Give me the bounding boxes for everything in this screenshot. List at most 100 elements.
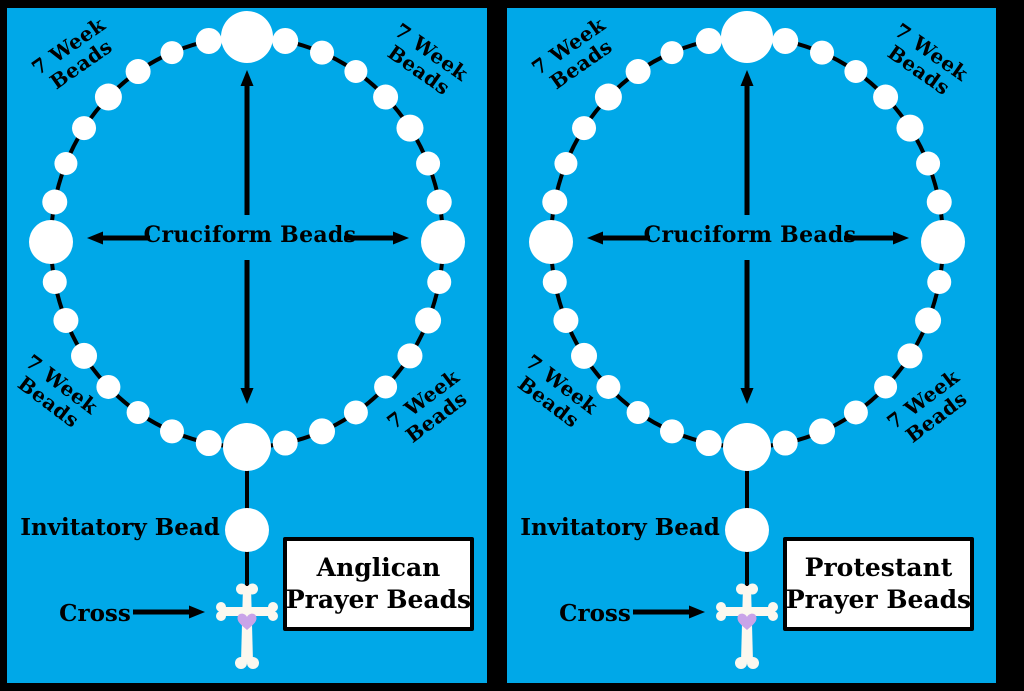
cruciform-bead	[723, 423, 771, 471]
cross-part	[735, 657, 747, 669]
cruciform-arrow-left-head	[87, 231, 103, 245]
week-bead	[272, 27, 299, 54]
week-bead	[415, 307, 442, 334]
week-bead	[427, 269, 452, 294]
week-bead	[160, 41, 184, 65]
invitatory-bead	[725, 508, 769, 552]
week-bead	[625, 59, 651, 85]
week-bead	[373, 84, 399, 110]
week-bead	[695, 27, 722, 54]
week-bead	[916, 151, 941, 176]
week-bead	[927, 269, 952, 294]
title-box-anglican: Anglican Prayer Beads	[283, 537, 474, 631]
week-bead	[54, 152, 78, 176]
cross-part	[747, 657, 759, 669]
week-bead	[915, 307, 942, 334]
cross-pointer-arrow-head	[189, 605, 205, 619]
cruciform-bead	[223, 423, 271, 471]
invitatory-bead-label: Invitatory Bead	[20, 514, 220, 541]
cross-part	[247, 583, 258, 595]
week-bead	[71, 342, 98, 369]
bead-diagram-protestant	[529, 11, 965, 669]
invitatory-bead	[225, 508, 269, 552]
week-bead	[695, 430, 722, 457]
cross-part	[716, 602, 726, 612]
week-bead	[343, 400, 368, 425]
cross-part	[747, 583, 758, 595]
week-bead	[416, 151, 441, 176]
cruciform-arrow-up-head	[740, 70, 754, 86]
week-bead	[554, 152, 578, 176]
cross-part	[720, 607, 774, 616]
week-bead	[626, 400, 650, 424]
cruciform-bead	[421, 220, 465, 264]
cruciform-beads-label: Cruciform Beads	[643, 222, 857, 248]
week-bead	[896, 114, 924, 142]
week-bead	[126, 400, 150, 424]
panel-anglican-prayer-beads: 7 Week Beads 7 Week Beads 7 Week Beads 7…	[7, 8, 487, 683]
week-bead	[843, 400, 868, 425]
week-bead	[874, 375, 898, 399]
cross-part	[268, 611, 278, 621]
week-bead	[897, 343, 923, 369]
cruciform-arrow-left-head	[587, 231, 603, 245]
cruciform-bead	[29, 220, 73, 264]
week-bead	[125, 59, 151, 85]
cruciform-arrow-down-head	[740, 388, 754, 404]
week-bead	[42, 189, 68, 215]
panel-protestant-prayer-beads: 7 Week Beads 7 Week Beads 7 Week Beads 7…	[507, 8, 996, 683]
week-bead	[810, 40, 835, 65]
week-bead	[542, 269, 567, 294]
bead-diagram-anglican	[29, 11, 465, 669]
cross-pointer-arrow-head	[689, 605, 705, 619]
week-bead	[53, 307, 79, 333]
week-bead	[159, 419, 184, 444]
week-bead	[926, 189, 952, 215]
week-bead	[596, 374, 621, 399]
cruciform-beads-label: Cruciform Beads	[143, 222, 357, 248]
week-bead	[310, 40, 335, 65]
cross-part	[247, 657, 259, 669]
cross-part	[716, 611, 726, 621]
week-bead	[572, 116, 597, 141]
cruciform-arrow-down-head	[240, 388, 254, 404]
week-bead	[660, 41, 684, 65]
heart-icon	[237, 613, 257, 630]
invitatory-bead-label: Invitatory Bead	[520, 514, 720, 541]
cross-part	[216, 611, 226, 621]
week-bead	[571, 342, 598, 369]
title-line2: Prayer Beads	[785, 585, 972, 614]
week-bead	[772, 430, 798, 456]
week-bead	[195, 430, 222, 457]
week-bead	[844, 60, 868, 84]
week-bead	[809, 418, 836, 445]
title-line1: Anglican	[316, 552, 441, 582]
cross-icon	[216, 583, 278, 669]
title-box-protestant: Protestant Prayer Beads	[783, 537, 974, 631]
cross-part	[216, 602, 226, 612]
week-bead	[426, 189, 452, 215]
cross-part	[736, 583, 747, 595]
week-bead	[344, 60, 368, 84]
heart-icon	[737, 613, 757, 630]
week-bead	[553, 307, 579, 333]
week-bead	[94, 83, 122, 111]
week-bead	[272, 430, 298, 456]
cruciform-arrow-right-head	[893, 231, 909, 245]
cross-part	[236, 583, 247, 595]
week-bead	[594, 83, 622, 111]
week-bead	[42, 269, 67, 294]
cruciform-bead	[721, 11, 773, 63]
week-bead	[72, 116, 97, 141]
week-bead	[195, 27, 222, 54]
cross-part	[235, 657, 247, 669]
cruciform-arrow-up-head	[240, 70, 254, 86]
title-line2: Prayer Beads	[285, 585, 472, 614]
cross-label: Cross	[59, 600, 131, 627]
cruciform-bead	[921, 220, 965, 264]
week-bead	[396, 114, 424, 142]
week-bead	[542, 189, 568, 215]
week-bead	[309, 418, 336, 445]
cross-part	[220, 607, 274, 616]
